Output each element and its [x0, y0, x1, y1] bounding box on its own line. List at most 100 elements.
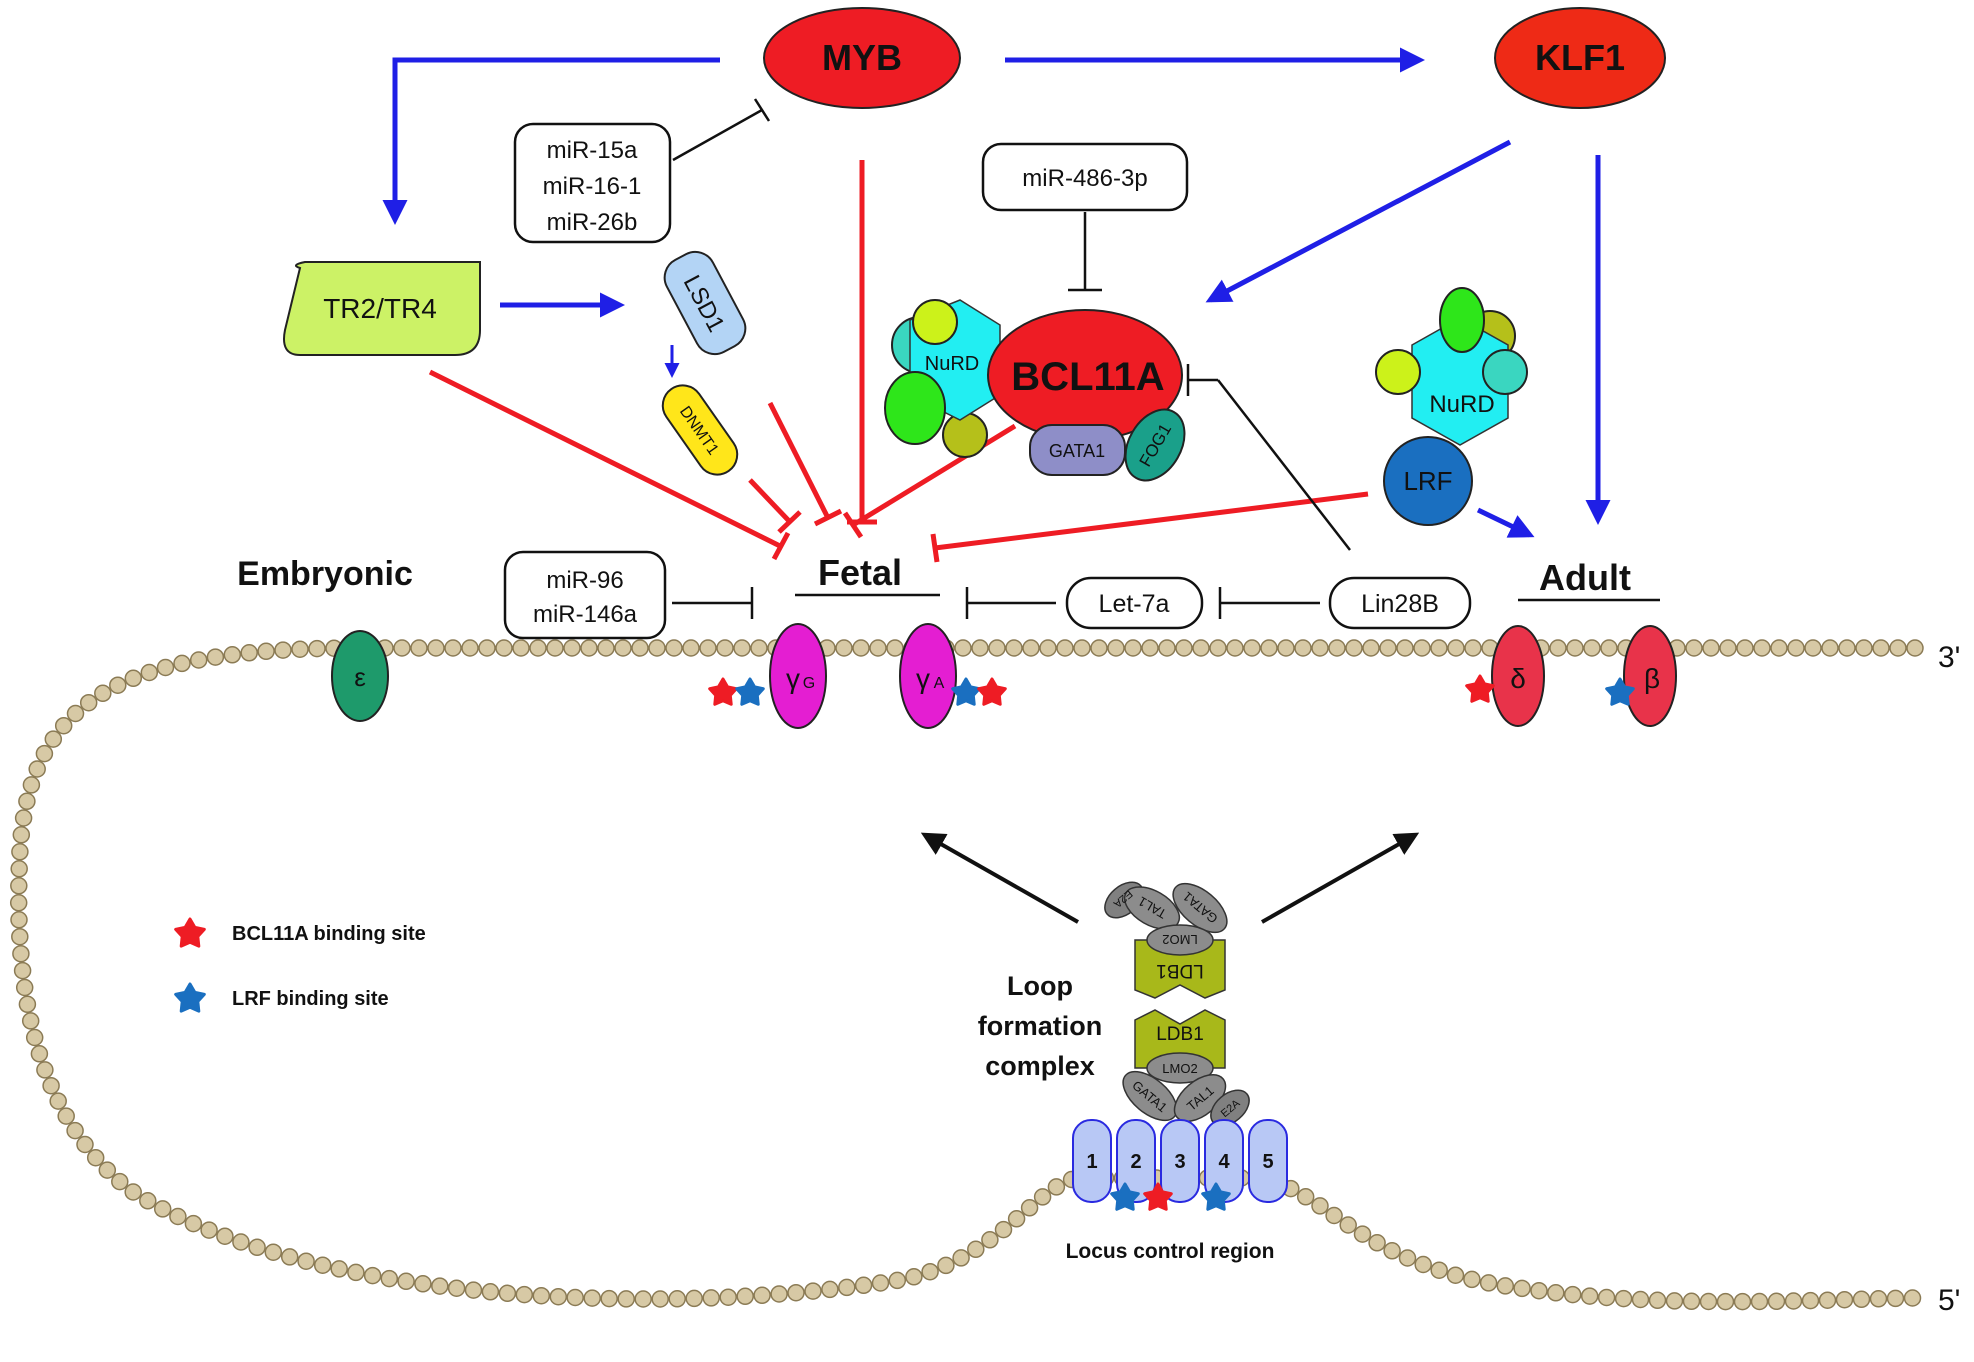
chromatin-bead — [173, 654, 191, 673]
bcl11a-binding-site-icon — [708, 677, 738, 706]
chromatin-bead — [12, 826, 31, 844]
chromatin-bead — [854, 1276, 873, 1295]
chromatin-bead — [1383, 1242, 1401, 1260]
chromatin-bead — [28, 760, 46, 778]
chromatin-bead — [1362, 639, 1380, 657]
chromatin-bead — [156, 658, 175, 677]
chromatin-bead — [169, 1207, 187, 1226]
svg-text:Adult: Adult — [1539, 557, 1631, 598]
chromatin-bead — [1818, 1291, 1837, 1309]
chromatin-bead — [1563, 1285, 1582, 1304]
chromatin-bead — [888, 1271, 907, 1290]
chromatin-bead — [1719, 639, 1737, 657]
chromatin-bead — [1855, 639, 1873, 657]
arrow-myb-to-tr2tr4 — [382, 57, 720, 225]
chromatin-bead — [1175, 639, 1193, 657]
repress-dnmt1-fetal — [748, 478, 792, 524]
svg-text:1: 1 — [1086, 1151, 1097, 1173]
chromatin-bead — [1056, 639, 1074, 657]
chromatin-bead — [313, 1256, 332, 1274]
chromatin-bead — [1141, 639, 1159, 657]
chromatin-bead — [886, 639, 904, 657]
chromatin-bead — [1566, 639, 1584, 657]
chromatin-bead — [397, 1272, 415, 1291]
chromatin-bead — [1600, 639, 1618, 657]
chromatin-bead — [94, 684, 112, 703]
chromatin-bead — [1073, 639, 1091, 657]
chromatin-bead — [1753, 639, 1771, 657]
tr2tr4-node: TR2/TR4 — [283, 261, 481, 356]
chromatin-bead — [1496, 1277, 1515, 1295]
chromatin-bead — [1699, 1292, 1718, 1311]
loop-arrow-right — [1261, 832, 1420, 924]
chromatin-bead — [248, 1238, 266, 1257]
chromatin-bead — [1047, 1178, 1066, 1196]
chromatin-bead — [1107, 639, 1125, 657]
chromatin-bead — [921, 1262, 939, 1281]
chromatin-bead — [297, 1252, 315, 1270]
stage-fetal: Fetal — [795, 552, 940, 597]
chromatin-bead — [1702, 639, 1720, 657]
arrow-klf1-to-bcl11a — [1205, 139, 1512, 303]
chromatin-bead — [1513, 1279, 1531, 1298]
bcl11a-complex: NuRD BCL11A GATA1 FOG1 — [884, 299, 1186, 482]
chromatin-bead — [1294, 639, 1312, 657]
gene-delta: δ — [1491, 625, 1545, 727]
chromatin-bead — [66, 1121, 84, 1140]
lcr-site-1: 1 — [1072, 1119, 1112, 1203]
chromatin-bead — [10, 860, 28, 878]
svg-text:G: G — [803, 675, 815, 692]
chromatin-bead — [852, 639, 870, 657]
svg-text:complex: complex — [985, 1051, 1095, 1081]
chromatin-bead — [1226, 639, 1244, 657]
svg-text:Locus control region: Locus control region — [1066, 1240, 1275, 1263]
svg-text:A: A — [934, 675, 945, 692]
chromatin-bead — [1801, 1291, 1820, 1310]
chromatin-bead — [838, 1278, 856, 1297]
lrf-binding-site-icon — [735, 677, 765, 706]
inhibition-lines — [672, 98, 1420, 924]
chromatin-bead — [1463, 1270, 1481, 1289]
let7a-box: Let-7a — [1065, 576, 1204, 630]
chromatin-bead — [11, 843, 29, 861]
chromatin-bead — [1886, 1289, 1905, 1308]
chromatin-bead — [580, 639, 598, 657]
svg-text:LRF: LRF — [1403, 466, 1452, 496]
chromatin-bead — [1296, 1188, 1315, 1206]
chromatin-bead — [716, 639, 734, 657]
lrf-binding-site-icon — [174, 982, 206, 1013]
chromatin-bead — [1209, 639, 1227, 657]
chromatin-bead — [1750, 1292, 1769, 1311]
chromatin-bead — [431, 1277, 449, 1295]
chromatin-bead — [12, 944, 30, 963]
chromatin-bead — [76, 1135, 94, 1154]
chromatin-bead — [447, 1279, 466, 1297]
chromatin-bead — [1682, 1292, 1701, 1311]
chromatin-bead — [57, 1107, 75, 1125]
chromatin-bead — [232, 1233, 250, 1251]
chromatin-bead — [971, 639, 989, 657]
chromatin-bead — [631, 639, 649, 657]
chromatin-bead — [787, 1283, 805, 1302]
chromatin-bead — [699, 639, 717, 657]
svg-text:miR-96: miR-96 — [546, 567, 623, 594]
chromatin-bead — [1430, 639, 1448, 657]
lrf-complex: NuRD LRF — [1375, 287, 1528, 526]
binding-sites — [708, 674, 1635, 706]
chromatin-bead — [1277, 639, 1295, 657]
chromatin-bead — [529, 639, 547, 657]
svg-text:γ: γ — [786, 663, 800, 694]
chromatin-bead — [139, 1192, 157, 1210]
lcr-site-2: 2 — [1116, 1119, 1156, 1203]
lcr-site-3: 3 — [1160, 1119, 1200, 1203]
chromatin-bead — [770, 1285, 788, 1303]
chromatin-bead — [54, 716, 73, 735]
chromatin-bead — [10, 911, 28, 929]
chromatin-bead — [549, 1287, 568, 1306]
mirna-box-96-146a: miR-96 miR-146a — [503, 550, 667, 640]
chromatin-bead — [1007, 1210, 1026, 1228]
chromatin-bead — [905, 1268, 923, 1286]
mirna-box-486-3p: miR-486-3p — [981, 142, 1189, 212]
chromatin-bead — [1039, 639, 1057, 657]
bcl11a-binding-site-icon — [1143, 1182, 1173, 1211]
